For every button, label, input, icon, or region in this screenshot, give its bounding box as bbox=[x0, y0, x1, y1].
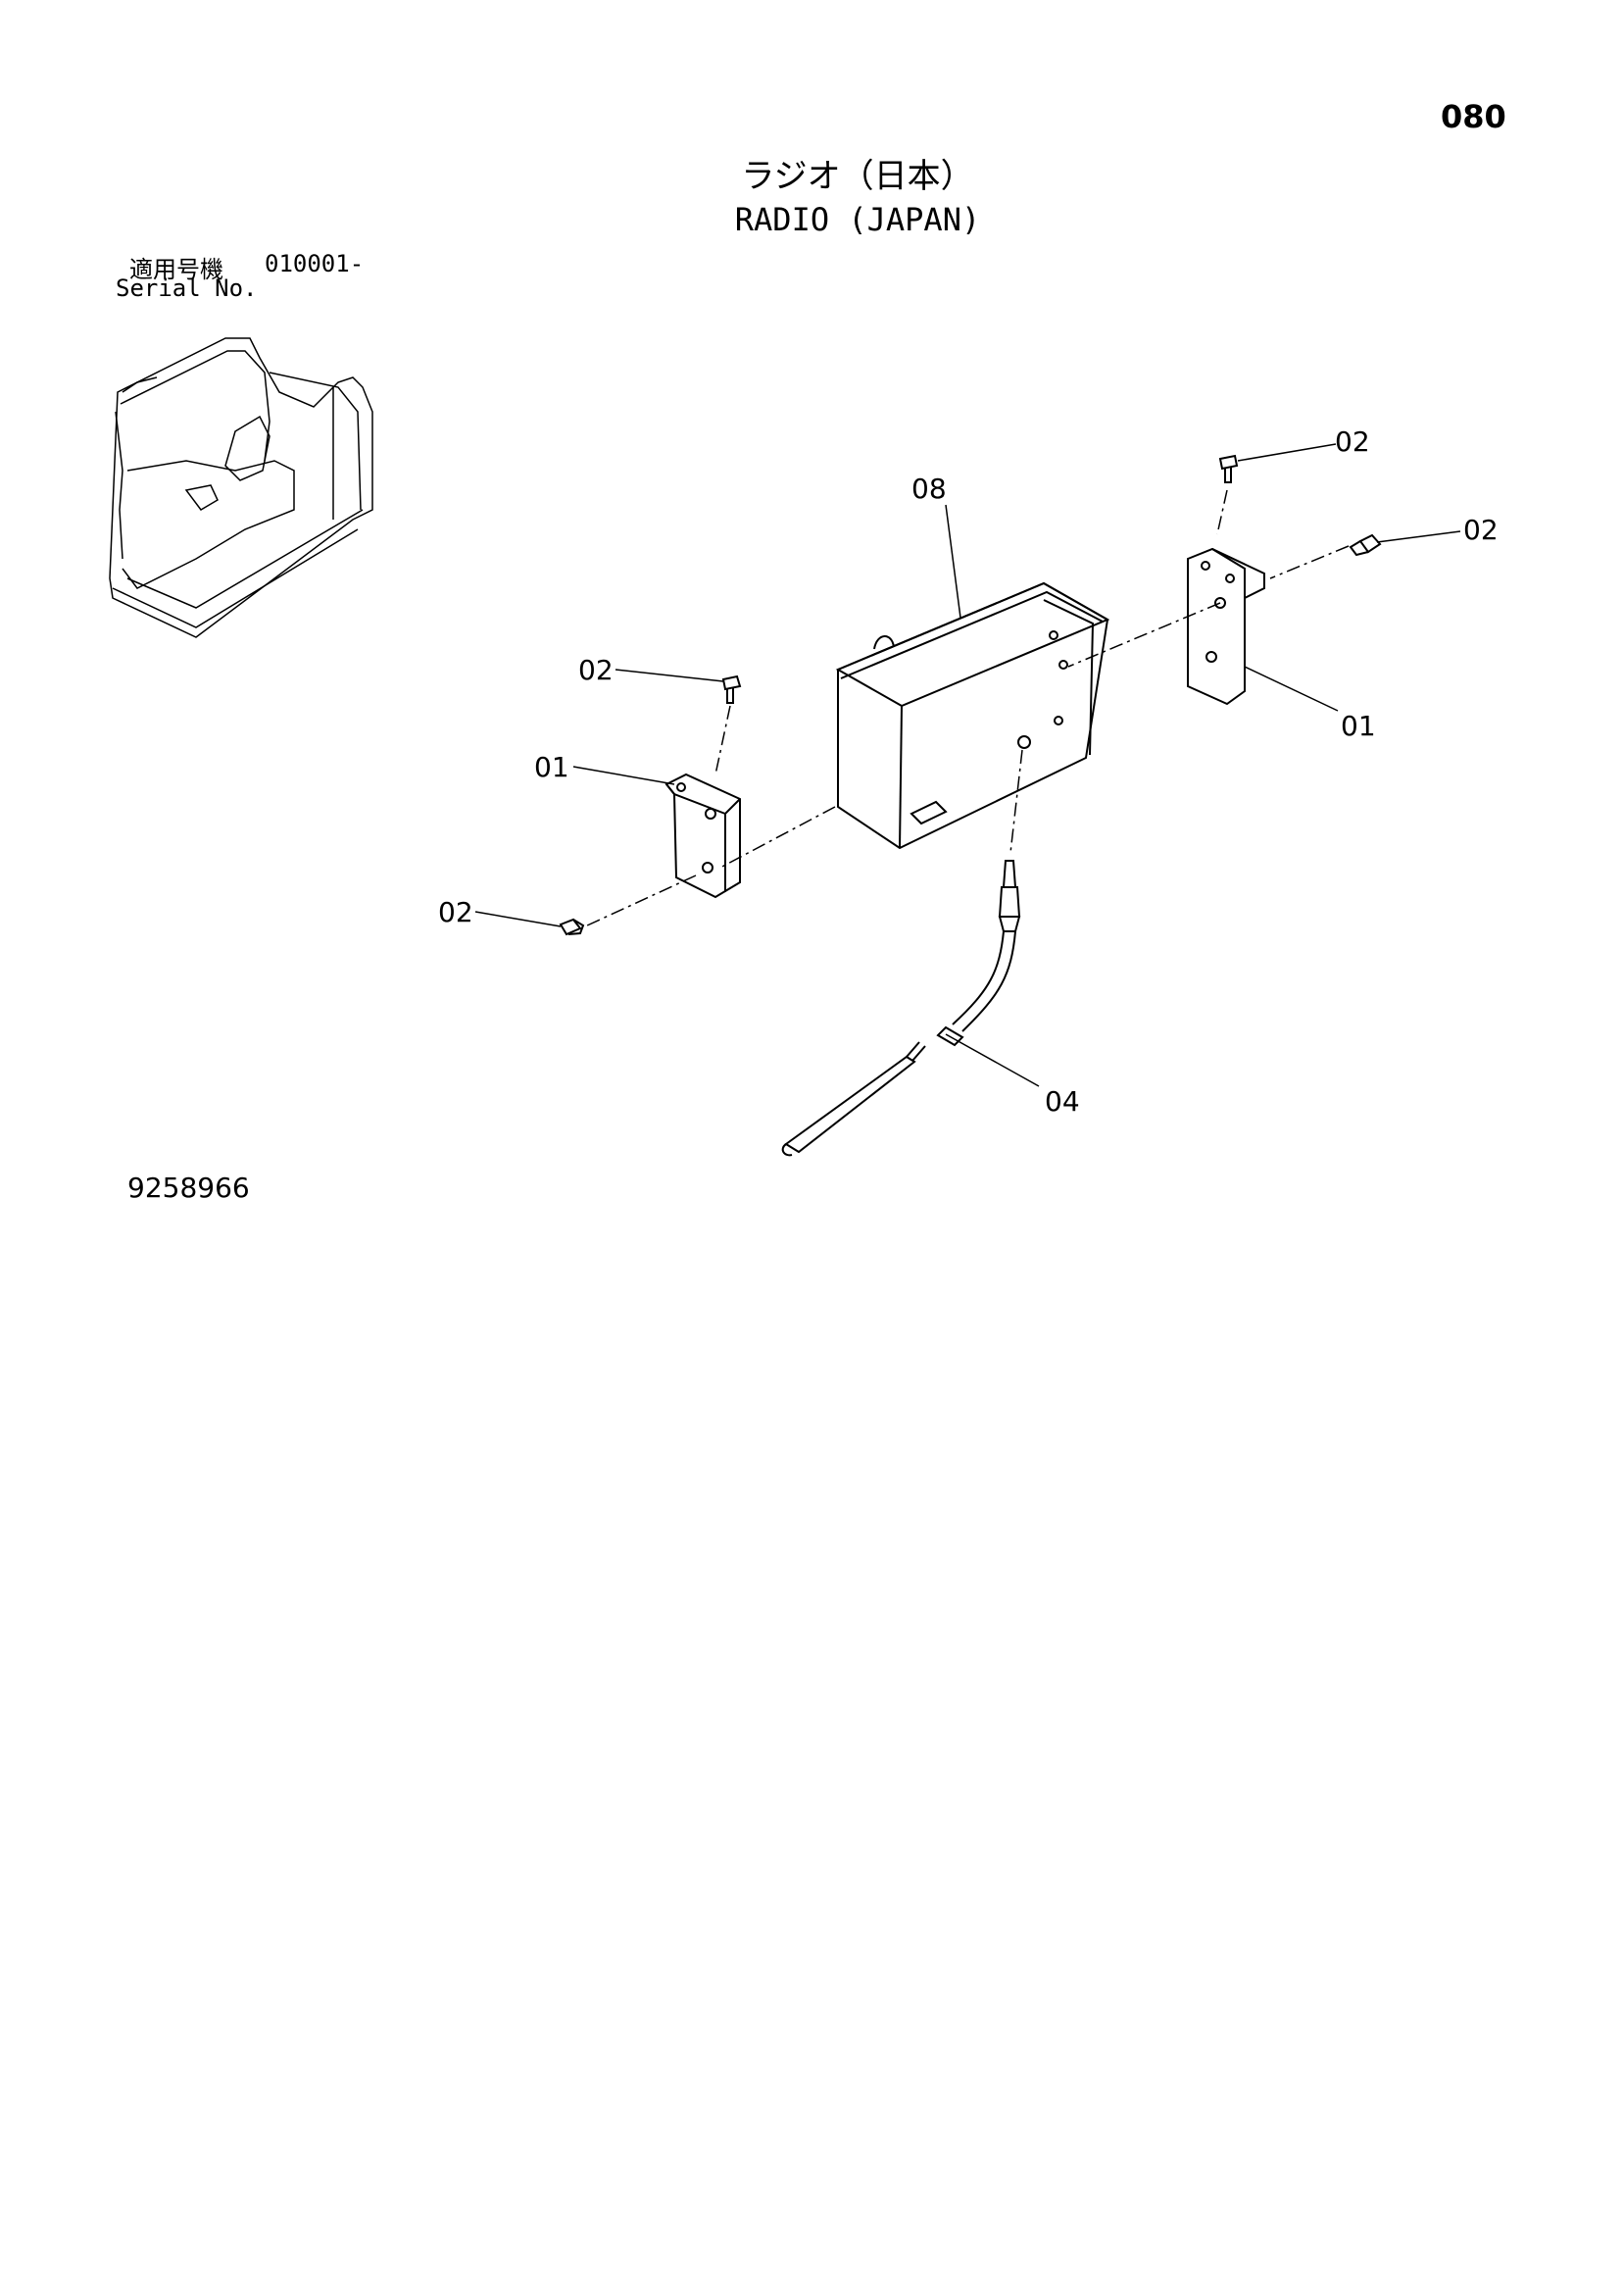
callout-02-right-top: 02 bbox=[1335, 425, 1370, 458]
drawing-number: 9258966 bbox=[127, 1172, 250, 1204]
radio-unit bbox=[835, 581, 1110, 850]
serial-label-english: Serial No. bbox=[116, 275, 258, 302]
screw-left-side bbox=[559, 918, 585, 936]
callout-02-left-top: 02 bbox=[578, 654, 614, 686]
serial-label-japanese: 適用号機 bbox=[129, 256, 223, 283]
serial-value: 010001- bbox=[265, 250, 365, 277]
assembly-center-lines bbox=[584, 489, 1350, 927]
callout-08-radio: 08 bbox=[911, 473, 947, 505]
screw-right-top bbox=[1218, 454, 1239, 483]
bracket-right bbox=[1187, 547, 1265, 706]
callout-02-left-side: 02 bbox=[438, 896, 473, 928]
page-number: 080 bbox=[1441, 98, 1506, 135]
callout-labels: 02 02 08 01 02 01 02 04 bbox=[438, 425, 1499, 1118]
bracket-left bbox=[664, 773, 741, 899]
callout-04-antenna: 04 bbox=[1045, 1085, 1080, 1118]
antenna-cable bbox=[781, 860, 1021, 1157]
callout-01-right-bracket: 01 bbox=[1341, 710, 1376, 742]
callout-01-left-bracket: 01 bbox=[534, 751, 569, 783]
callout-02-right-side: 02 bbox=[1463, 514, 1499, 546]
callout-leaders bbox=[474, 443, 1461, 1087]
screw-left-top bbox=[721, 674, 742, 704]
cab-locator-illustration bbox=[109, 337, 373, 638]
page-title-english: RADIO (JAPAN) bbox=[734, 201, 981, 238]
screw-right-side bbox=[1349, 533, 1382, 557]
page-title-japanese: ラジオ（日本） bbox=[741, 157, 974, 196]
